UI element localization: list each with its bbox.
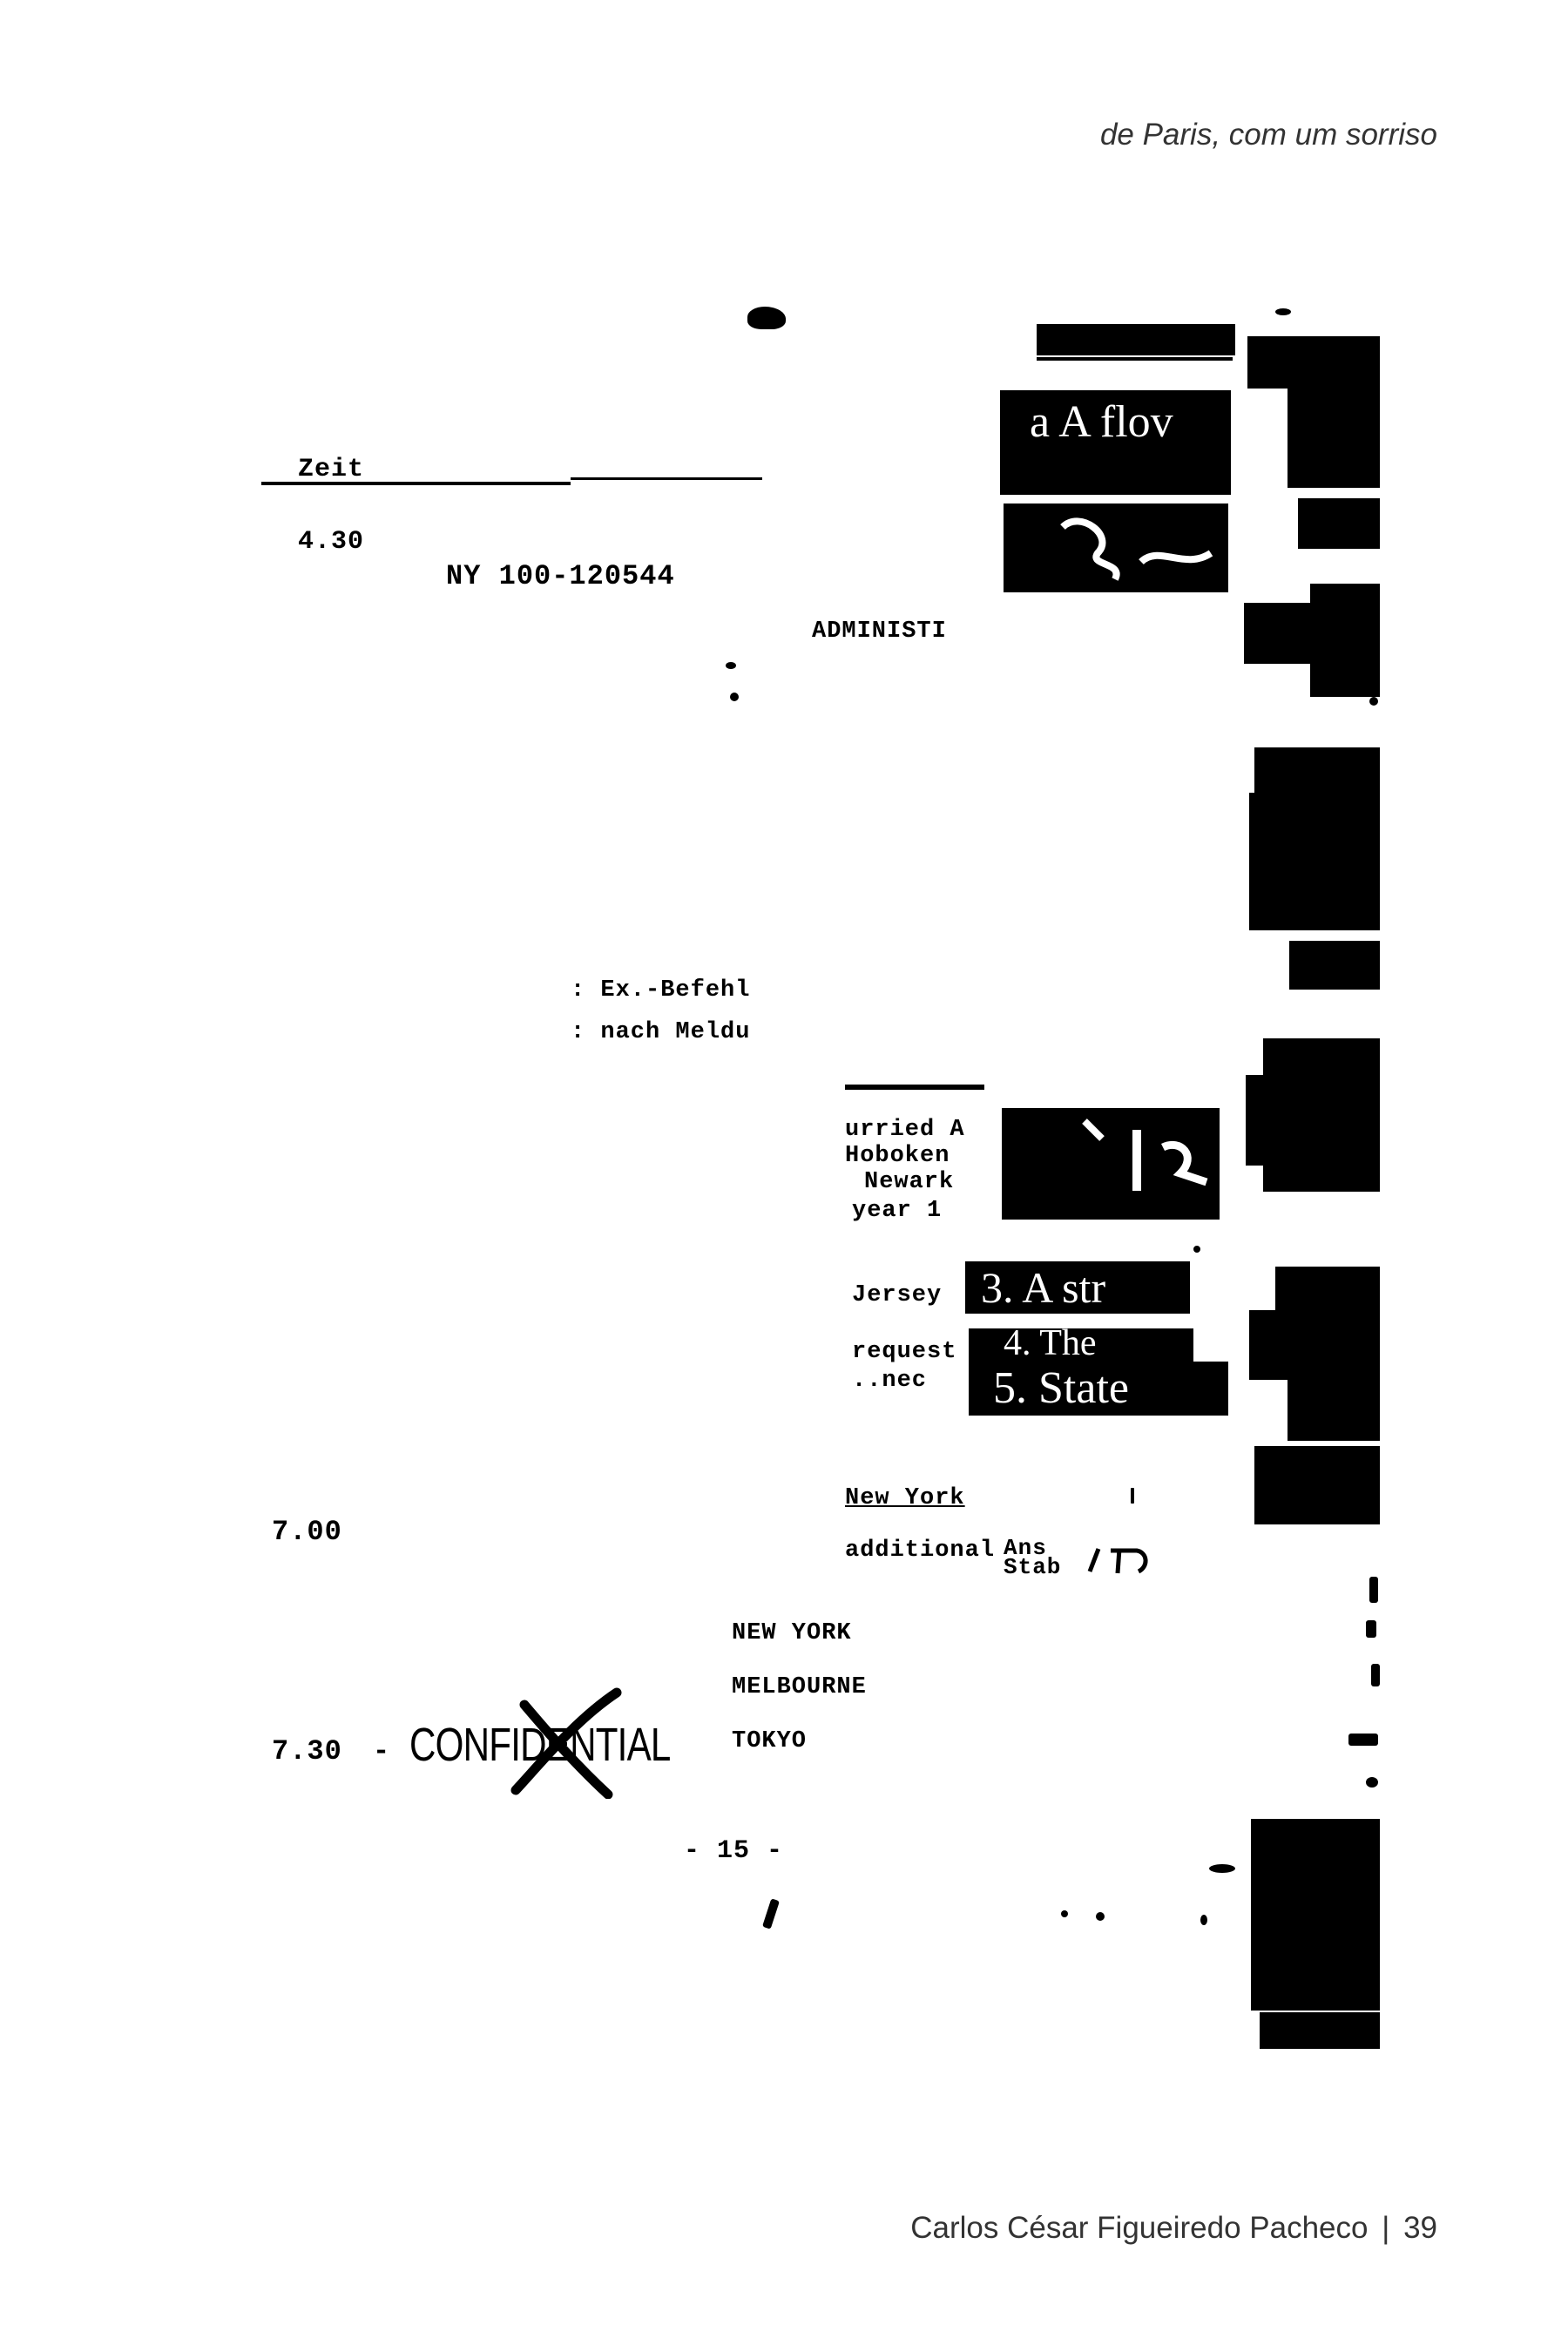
request-fragment-2: ..nec [852, 1368, 928, 1394]
speck [1193, 1246, 1200, 1253]
reversed-item-5: 5. State [969, 1362, 1228, 1416]
text-line: urried A [845, 1117, 965, 1143]
text-line: Hoboken [845, 1143, 950, 1169]
header-rule-2 [571, 477, 762, 480]
redaction-block [1000, 390, 1231, 495]
speck [1131, 1488, 1134, 1504]
cross-mark-icon [510, 1687, 622, 1799]
reversed-item-3: 3. A str [965, 1261, 1190, 1314]
page-number: 39 [1403, 2211, 1437, 2245]
administ-fragment: ADMINISTI [812, 618, 947, 645]
line-nach-meldung: : nach Meldu [571, 1019, 751, 1045]
page-footer: Carlos César Figueiredo Pacheco | 39 [910, 2211, 1437, 2246]
punched-edge-strip [1209, 305, 1383, 2091]
city-new-york: NEW YORK [732, 1620, 852, 1646]
time-entry-2: 7.00 [272, 1516, 342, 1548]
time-entry-3: 7.30 [272, 1735, 342, 1767]
speck [726, 662, 736, 669]
redaction-thin [1037, 357, 1233, 361]
scrap-texture-icon [1082, 1119, 1208, 1191]
initials-fragment: Ans Stab [1004, 1535, 1062, 1580]
footer-separator: | [1382, 2211, 1390, 2245]
city-tokyo: TOKYO [732, 1728, 808, 1754]
reversed-item-4: 4. The [969, 1328, 1193, 1363]
text-line: year 1 [852, 1198, 943, 1224]
header-rule [261, 482, 571, 485]
speck [1096, 1912, 1105, 1921]
request-fragment: request [852, 1339, 957, 1365]
running-title: de Paris, com um sorriso [1099, 118, 1437, 152]
line-ex-befehl: : Ex.-Befehl [571, 977, 751, 1004]
page-marker: - 15 - [684, 1836, 784, 1866]
city-melbourne: MELBOURNE [732, 1674, 867, 1700]
jersey-fragment: Jersey [852, 1282, 943, 1308]
text-line: Newark [864, 1169, 955, 1195]
section-rule [845, 1085, 984, 1090]
time-entry-1: 4.30 [298, 527, 365, 557]
speck [1061, 1910, 1068, 1917]
column-heading-zeit: Zeit [298, 455, 365, 484]
redaction-block [1037, 324, 1235, 355]
scribble-icon [1087, 1548, 1148, 1574]
ink-blot [747, 307, 786, 329]
white-gap [1000, 496, 1231, 501]
additional-fragment: additional [845, 1538, 996, 1564]
footer-author: Carlos César Figueiredo Pacheco [910, 2211, 1369, 2245]
file-number: NY 100-120544 [446, 560, 675, 592]
speck [1200, 1915, 1207, 1925]
reversed-fragment-a-flow: a A flov [1030, 397, 1173, 447]
scrap-texture-icon [1060, 517, 1213, 581]
ink-mark [761, 1898, 781, 1930]
new-york-fragment: New York [845, 1485, 965, 1511]
speck [730, 693, 739, 701]
dash: - [373, 1735, 391, 1767]
